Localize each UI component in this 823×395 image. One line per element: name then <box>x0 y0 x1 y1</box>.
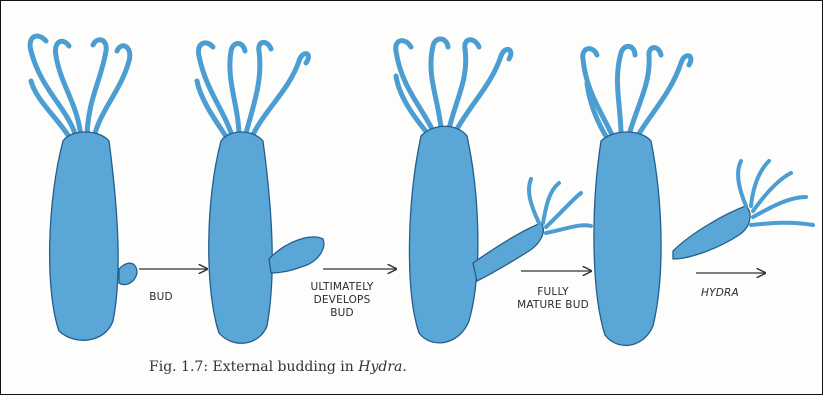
bud-developing <box>473 223 543 281</box>
label-fully-line1: FULLY <box>503 286 603 299</box>
label-hydra: HYDRA <box>701 287 761 300</box>
label-ultimately-line1: ULTIMATELY <box>297 281 387 294</box>
detached-hydra <box>673 161 813 259</box>
tentacles-stage-1 <box>30 36 130 143</box>
caption-italic: Hydra. <box>358 359 407 375</box>
bud-small <box>119 263 137 284</box>
label-fully-line2: MATURE BUD <box>503 299 603 312</box>
label-ultimately-develops-bud: ULTIMATELY DEVELOPS BUD <box>297 281 387 320</box>
label-bud: BUD <box>141 291 181 304</box>
tentacles-stage-3 <box>396 39 511 135</box>
caption-prefix: Fig. 1.7: External budding in <box>149 359 358 375</box>
tentacles-stage-4 <box>583 46 691 141</box>
bud-growing <box>269 237 324 273</box>
figure-caption: Fig. 1.7: External budding in Hydra. <box>149 359 407 375</box>
label-ultimately-line3: BUD <box>297 307 387 320</box>
label-fully-mature-bud: FULLY MATURE BUD <box>503 286 603 312</box>
tentacles-stage-2 <box>197 42 308 141</box>
label-ultimately-line2: DEVELOPS <box>297 294 387 307</box>
hydra-stage-1 <box>30 36 137 340</box>
